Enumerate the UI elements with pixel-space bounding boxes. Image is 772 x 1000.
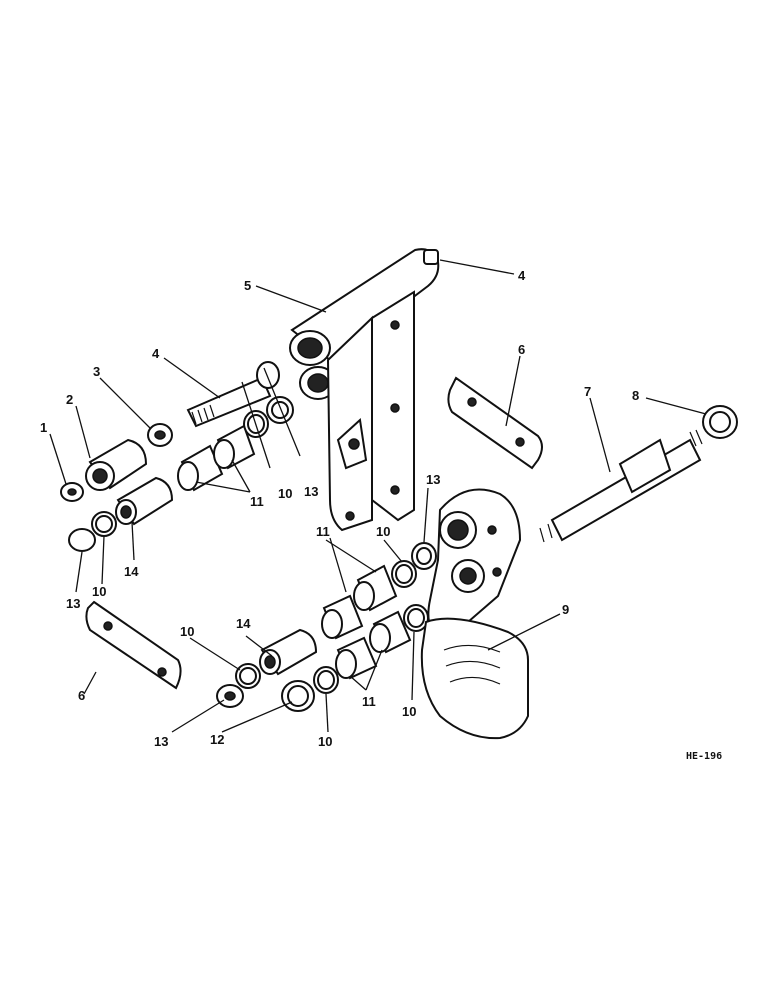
callout-11-upper: 11 — [316, 524, 330, 539]
leader-lines — [49, 259, 707, 733]
part-6-link-plates — [85, 376, 543, 690]
part-5-bracket — [289, 248, 440, 532]
callout-12: 12 — [210, 732, 224, 747]
callout-14-left: 14 — [124, 564, 139, 579]
callout-10-d: 10 — [180, 624, 194, 639]
callout-13-d: 13 — [154, 734, 168, 749]
callout-4-upper: 4 — [518, 268, 526, 283]
callout-5: 5 — [244, 278, 251, 293]
part-9-pedal — [420, 488, 529, 740]
callout-7: 7 — [584, 384, 591, 399]
callout-10-e: 10 — [318, 734, 332, 749]
callout-10-b: 10 — [278, 486, 292, 501]
callout-9: 9 — [562, 602, 569, 617]
callout-1: 1 — [40, 420, 47, 435]
part-11-bearings — [177, 424, 412, 680]
callout-13-b: 13 — [304, 484, 318, 499]
callout-3: 3 — [93, 364, 100, 379]
callout-10-c: 10 — [376, 524, 390, 539]
callout-4-lower: 4 — [152, 346, 160, 361]
drawing-code: HE-196 — [686, 751, 722, 762]
callout-10-f: 10 — [402, 704, 416, 719]
callout-6-left: 6 — [78, 688, 85, 703]
part-2-spacer — [85, 438, 148, 491]
callout-2: 2 — [66, 392, 73, 407]
part-4-pin — [186, 361, 280, 428]
part-7-shaft — [539, 429, 703, 543]
callout-13-c: 13 — [426, 472, 440, 487]
callouts: 1 2 3 4 4 5 6 6 7 8 9 10 10 10 10 10 10 … — [40, 268, 722, 762]
part-14-tubes — [115, 476, 318, 676]
callout-11-left: 11 — [250, 494, 264, 509]
callout-13-a: 13 — [66, 596, 80, 611]
callout-11-lower: 11 — [362, 694, 376, 709]
callout-10-a: 10 — [92, 584, 106, 599]
callout-6-right: 6 — [518, 342, 525, 357]
callout-8: 8 — [632, 388, 639, 403]
callout-14-right: 14 — [236, 616, 251, 631]
